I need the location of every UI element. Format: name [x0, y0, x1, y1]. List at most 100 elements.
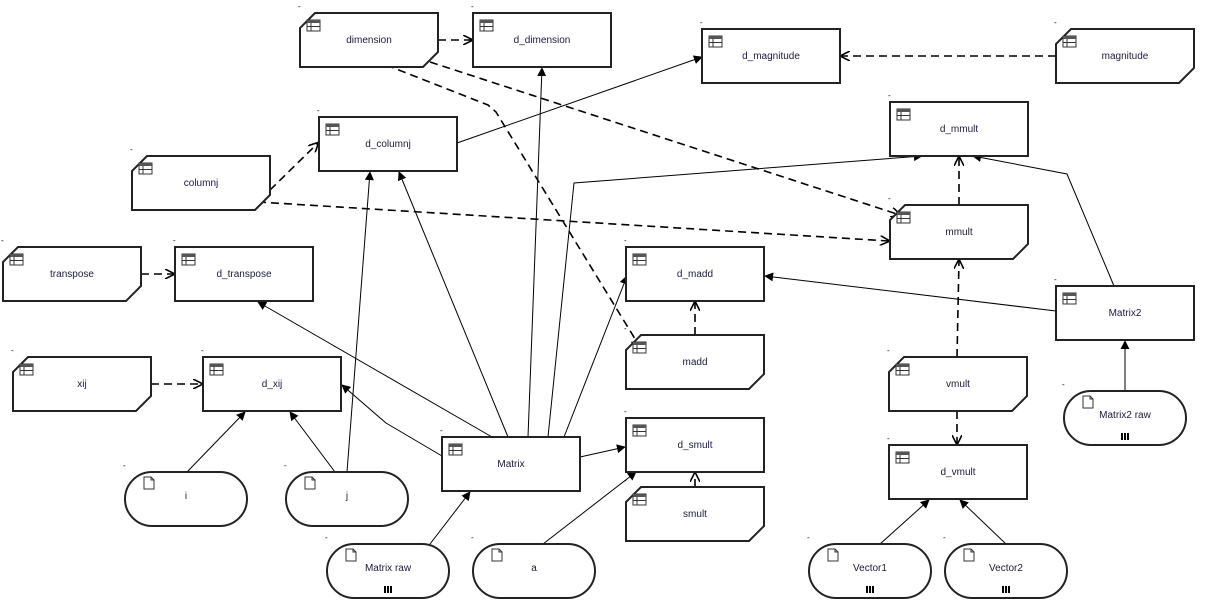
node-vector2[interactable]: -Vector2	[943, 533, 1068, 599]
edge-j-to-d_xij[interactable]	[289, 411, 336, 473]
table-icon	[138, 162, 153, 175]
table-icon	[1062, 292, 1077, 305]
node-xij[interactable]: -xij	[11, 346, 152, 412]
node-shape	[174, 246, 314, 302]
edge-columnj-to-mmult[interactable]	[257, 201, 889, 241]
table-icon	[896, 108, 911, 121]
node-shape	[888, 356, 1028, 412]
node-shape	[2, 246, 142, 302]
node-label: j	[345, 491, 348, 502]
edge-i-to-d_xij[interactable]	[186, 411, 246, 473]
edge-a-to-d_smult[interactable]	[542, 471, 637, 545]
node-matrix-raw[interactable]: -Matrix raw	[325, 533, 450, 599]
table-icon	[632, 253, 647, 266]
edge-Matrix-to-d_xij[interactable]	[341, 384, 443, 457]
node-shape	[625, 246, 765, 302]
file-icon	[827, 548, 839, 562]
node-matrix2-raw[interactable]: -Matrix2 raw	[1062, 380, 1187, 446]
node-vector1[interactable]: -Vector1	[807, 533, 932, 599]
table-icon	[896, 211, 911, 224]
node-d-dimension[interactable]: -d_dimension	[471, 2, 612, 68]
edge-Matrix-to-d_dimension[interactable]	[527, 67, 547, 438]
edge-Matrix-to-d_transpose[interactable]	[257, 301, 493, 438]
edge-Matrix_raw-to-Matrix[interactable]	[429, 491, 471, 545]
node-mmult[interactable]: -mmult	[888, 194, 1029, 260]
node-label: Matrix	[497, 459, 524, 470]
edge-vmult-to-mmult[interactable]	[957, 260, 959, 358]
node-dimension[interactable]: -dimension	[298, 2, 439, 68]
node-shape	[441, 436, 581, 492]
node-marker: -	[284, 461, 287, 470]
node-d-xij[interactable]: - d_xij	[201, 346, 342, 412]
table-icon	[19, 363, 34, 376]
edge-Matrix-to-d_smult[interactable]	[579, 444, 626, 458]
node-d-madd[interactable]: - d_madd	[624, 236, 765, 302]
node-magnitude[interactable]: -magnitude	[1054, 18, 1195, 84]
node-label: a	[531, 563, 537, 574]
node-madd[interactable]: -madd	[624, 324, 765, 390]
node-marker: -	[471, 533, 474, 542]
node-d-vmult[interactable]: -d_vmult	[887, 434, 1028, 500]
node-label: d_xij	[262, 379, 283, 390]
edge-Matrix2-to-d_madd[interactable]	[764, 272, 1057, 312]
node-a[interactable]: -a	[471, 533, 596, 599]
node-shape	[944, 543, 1068, 599]
node-marker: -	[440, 426, 443, 435]
node-shape	[326, 543, 450, 599]
bars-icon	[866, 586, 874, 593]
node-marker: -	[471, 2, 474, 11]
node-shape	[1055, 28, 1195, 84]
node-d-mmult[interactable]: -d_mmult	[888, 91, 1029, 157]
node-label: columnj	[184, 178, 218, 189]
node-shape	[888, 444, 1028, 500]
node-label: d_transpose	[216, 269, 271, 280]
nodes-layer: -dimension-d_dimension-d_magnitude-magni…	[1, 2, 1195, 599]
node-d-magnitude[interactable]: -d_magnitude	[700, 18, 841, 84]
table-icon	[708, 35, 723, 48]
node-d-columnj[interactable]: -d_columnj	[317, 106, 458, 172]
node-i[interactable]: -i	[123, 461, 248, 527]
edge-d_columnj-to-d_magnitude[interactable]	[456, 55, 703, 144]
node-label: d_vmult	[940, 467, 975, 478]
edge-Vector1-to-d_vmult[interactable]	[879, 499, 930, 545]
node-marker: -	[624, 236, 627, 245]
node-marker: -	[624, 476, 627, 485]
node-label: vmult	[946, 379, 970, 390]
table-icon	[448, 443, 463, 456]
node-marker: -	[298, 2, 301, 11]
edge-Matrix-to-d_mmult[interactable]	[547, 152, 923, 438]
edge-Matrix-to-d_columnj[interactable]	[397, 171, 509, 438]
node-shape	[124, 471, 248, 527]
edge-Vector2-to-d_vmult[interactable]	[959, 499, 1007, 545]
table-icon	[181, 253, 196, 266]
node-marker: -	[888, 91, 891, 100]
node-label: magnitude	[1102, 51, 1149, 62]
node-transpose[interactable]: -transpose	[1, 236, 142, 302]
node-marker: -	[201, 346, 204, 355]
node-j[interactable]: -j	[284, 461, 409, 527]
node-marker: -	[624, 324, 627, 333]
table-icon	[325, 123, 340, 136]
table-icon	[895, 363, 910, 376]
node-marker: -	[887, 346, 890, 355]
node-matrix[interactable]: - Matrix	[440, 426, 581, 492]
edge-Matrix-to-d_madd[interactable]	[563, 275, 629, 438]
bars-icon	[1121, 433, 1129, 440]
edge-dimension-to-mmult[interactable]	[429, 61, 900, 215]
node-smult[interactable]: -smult	[624, 476, 765, 542]
node-shape	[285, 471, 409, 527]
edge-j-to-d_columnj[interactable]	[346, 171, 374, 473]
node-d-smult[interactable]: -d_smult	[624, 407, 765, 473]
node-label: d_magnitude	[742, 51, 800, 62]
node-columnj[interactable]: -columnj	[130, 145, 271, 211]
node-label: d_madd	[677, 269, 713, 280]
node-matrix2[interactable]: -Matrix2	[1054, 275, 1195, 341]
node-marker: -	[123, 461, 126, 470]
node-vmult[interactable]: - vmult	[887, 346, 1028, 412]
edge-columnj-to-d_columnj[interactable]	[269, 143, 318, 191]
node-d-transpose[interactable]: -d_transpose	[173, 236, 314, 302]
node-shape	[299, 12, 439, 68]
edge-dimension-to-madd[interactable]	[385, 64, 640, 347]
edge-Matrix2-to-d_mmult[interactable]	[972, 153, 1115, 287]
